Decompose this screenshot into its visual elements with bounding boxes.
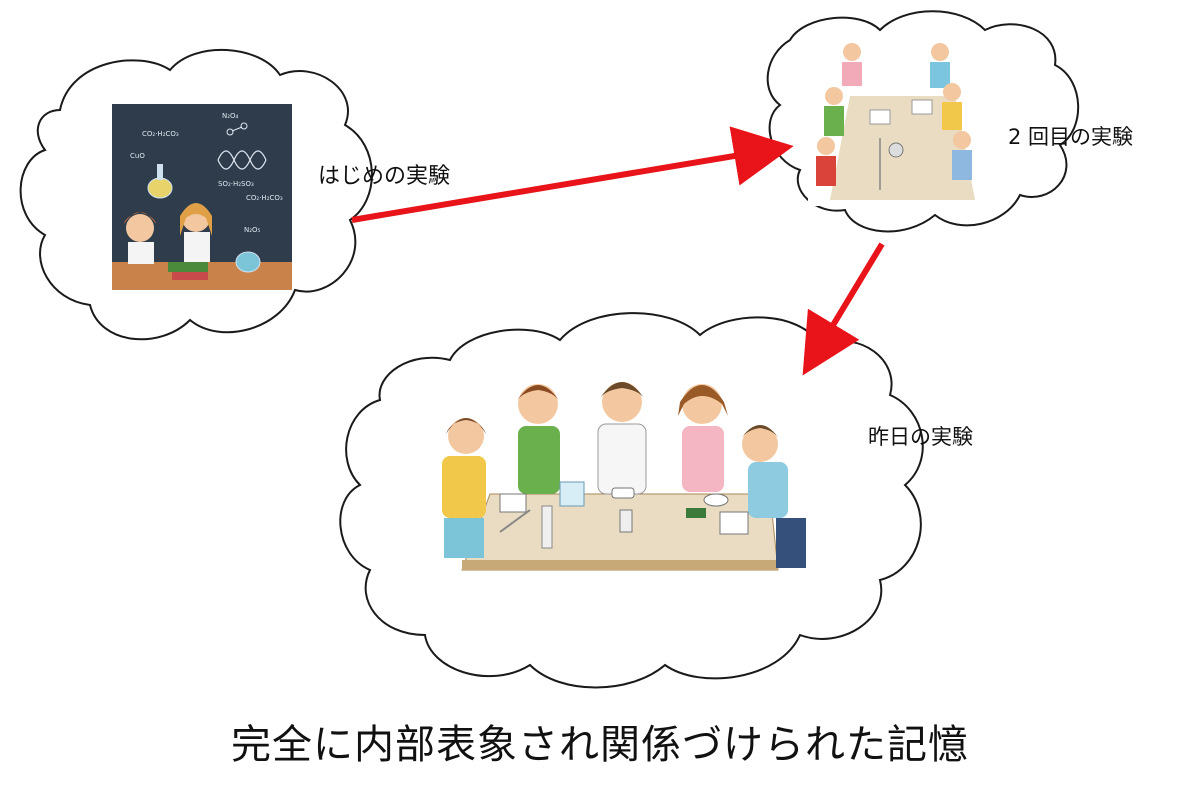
formula-4: SO₂·H₂SO₃: [218, 180, 254, 188]
formula-1: CO₂·H₂CO₃: [142, 130, 179, 138]
yesterday-experiment-illustration: [442, 382, 806, 571]
formula-5: CO₂·H₂CO₃: [246, 194, 283, 202]
formula-6: N₂O₅: [244, 226, 261, 234]
first-experiment-illustration: CO₂·H₂CO₃ N₂O₄ CuO SO₂·H₂SO₃ CO₂·H₂CO₃ N…: [112, 104, 292, 290]
formula-2: N₂O₄: [222, 112, 239, 120]
diagram-caption: 完全に内部表象され関係づけられた記憶: [231, 722, 969, 768]
arrow-second-to-yesterday: [802, 242, 885, 376]
label-second-experiment: 2 回目の実験: [1008, 125, 1133, 149]
label-first-experiment: はじめの実験: [318, 164, 450, 189]
second-experiment-illustration: [808, 40, 980, 206]
formula-3: CuO: [130, 152, 145, 160]
arrow-first-to-second: [351, 126, 794, 223]
label-yesterday-experiment: 昨日の実験: [868, 425, 973, 449]
